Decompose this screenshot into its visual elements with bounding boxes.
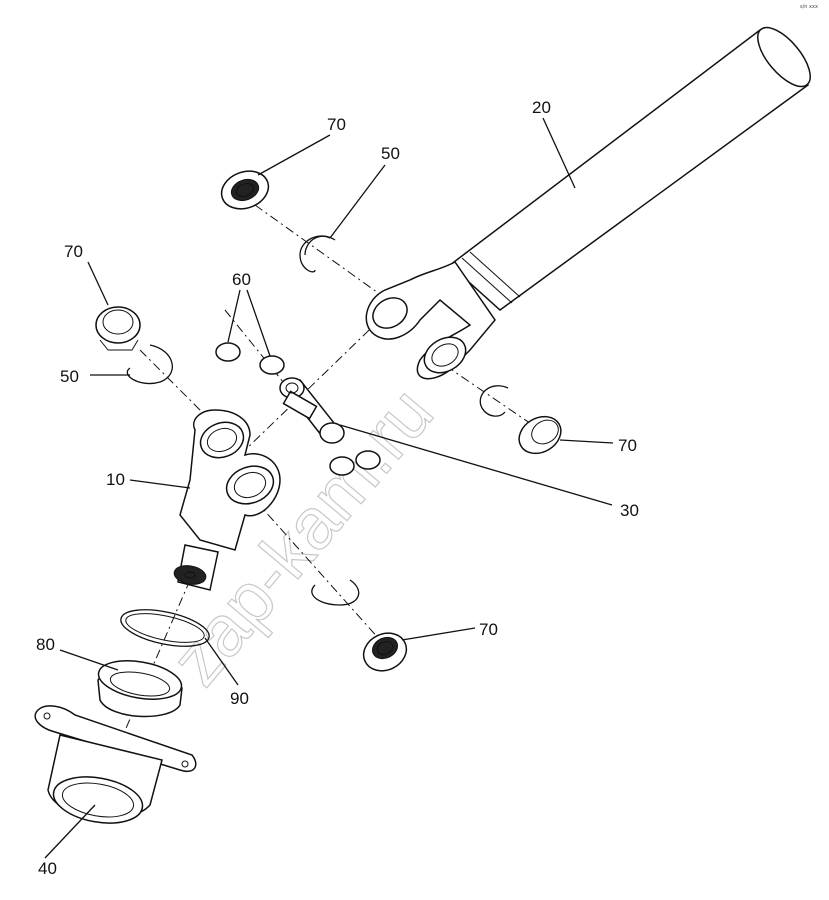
part-50-snap-ring-right	[479, 385, 509, 417]
callout-30: 30	[620, 501, 639, 520]
part-80-seal	[97, 660, 183, 718]
callout-70-top: 70	[327, 115, 346, 134]
callout-50-left: 50	[60, 367, 79, 386]
corner-mark: s/n xxx	[800, 4, 818, 10]
callout-70-right: 70	[618, 436, 637, 455]
part-70-bearing-lower	[362, 632, 408, 672]
callout-80: 80	[36, 635, 55, 654]
part-20-shaft-tube	[365, 26, 811, 380]
callout-50-top: 50	[381, 144, 400, 163]
part-50-snap-ring-left	[126, 344, 173, 385]
callout-labels: 20 70 50 70 60 50 70 10 30 70 80 90 40	[36, 98, 639, 878]
part-90-circlip	[120, 609, 210, 647]
part-50-snap-ring-lower	[311, 579, 360, 606]
callout-40: 40	[38, 859, 57, 878]
callout-20: 20	[532, 98, 551, 117]
part-70-bearing-right	[518, 415, 562, 455]
callout-10: 10	[106, 470, 125, 489]
leader-lines	[44, 117, 614, 859]
callout-60: 60	[232, 270, 251, 289]
callout-90: 90	[230, 689, 249, 708]
part-70-bearing-top	[220, 170, 270, 210]
part-50-snap-ring-top	[299, 235, 336, 273]
part-70-bearing-left	[95, 306, 141, 351]
part-40-flange-housing	[34, 705, 197, 824]
part-30-cross-spider	[279, 377, 345, 444]
part-10-slip-yoke	[173, 409, 281, 591]
callout-70-lower: 70	[479, 620, 498, 639]
part-60-o-rings	[215, 342, 381, 476]
callout-70-left: 70	[64, 242, 83, 261]
